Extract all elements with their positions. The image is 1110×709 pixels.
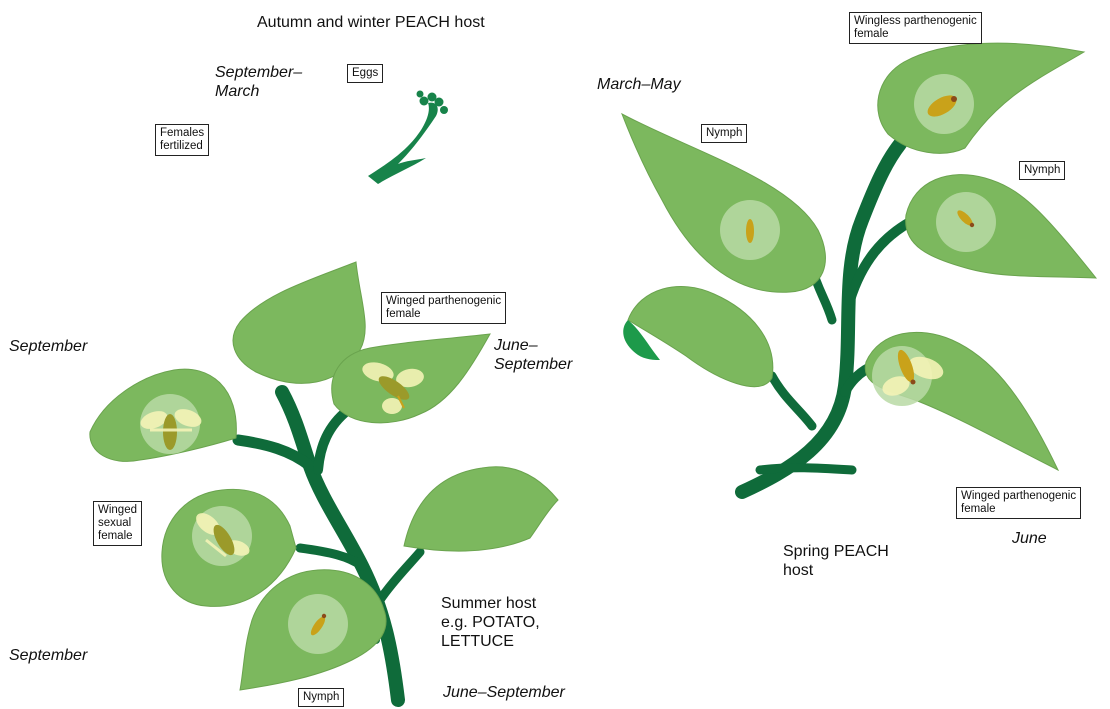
period-september-lower: September (9, 646, 87, 665)
stage-label-nymph-spring-left-text: Nymph (706, 127, 742, 140)
summer-host-title: Summer host e.g. POTATO, LETTUCE (441, 594, 540, 651)
spring-leaf-top (878, 43, 1084, 153)
spring-leaf-right (906, 175, 1096, 278)
stage-label-nymph-spring-right-text: Nymph (1024, 164, 1060, 177)
period-september-march-line2: March (215, 82, 302, 101)
period-september-march: September– March (215, 63, 302, 101)
stage-label-nymph-spring-right: Nymph (1019, 161, 1065, 180)
autumn-winter-host-title: Autumn and winter PEACH host (257, 13, 485, 32)
stage-label-wingless-female-line1: Wingless parthenogenic (854, 15, 977, 28)
winged-aphid-summer-lower-left (192, 506, 252, 566)
spring-host-title: Spring PEACH host (783, 542, 889, 580)
stage-label-wingless-female-line2: female (854, 28, 977, 41)
stage-label-females-fertilized-line1: Females (160, 127, 204, 140)
stage-label-wingless-female: Wingless parthenogenic female (849, 12, 982, 44)
stage-label-winged-female-spring-line1: Winged parthenogenic (961, 490, 1076, 503)
period-march-may: March–May (597, 75, 681, 94)
stage-label-winged-female-summer-line1: Winged parthenogenic (386, 295, 501, 308)
spring-host-title-line2: host (783, 561, 889, 580)
period-june-september-mid-line2: September (494, 355, 572, 374)
stage-label-eggs: Eggs (347, 64, 383, 83)
stage-label-nymph-summer: Nymph (298, 688, 344, 707)
aphid-nymph-spring-left (720, 200, 780, 260)
stage-label-winged-female-spring: Winged parthenogenic female (956, 487, 1081, 519)
period-june-september-bottom: June–September (443, 683, 565, 702)
stage-label-winged-sexual-female: Winged sexual female (93, 501, 142, 546)
stage-label-nymph-spring-left: Nymph (701, 124, 747, 143)
period-june-september-mid-line1: June– (494, 336, 572, 355)
stage-label-winged-female-spring-line2: female (961, 503, 1076, 516)
stage-label-nymph-summer-text: Nymph (303, 691, 339, 704)
period-september-march-line1: September– (215, 63, 302, 82)
spring-host-title-line1: Spring PEACH (783, 542, 889, 561)
egg-twig-icon (368, 91, 448, 185)
period-september-upper: September (9, 337, 87, 356)
summer-host-title-line2: e.g. POTATO, (441, 613, 540, 632)
aphid-wingless-spring-top (914, 74, 974, 134)
period-june: June (1012, 529, 1047, 548)
stage-label-winged-sexual-female-line3: female (98, 530, 137, 543)
period-june-september-mid: June– September (494, 336, 572, 374)
stage-label-eggs-text: Eggs (352, 67, 378, 80)
aphid-icon (746, 219, 754, 243)
spring-leaf-left-curled (623, 286, 773, 386)
stage-label-winged-female-summer: Winged parthenogenic female (381, 292, 506, 324)
stage-label-winged-sexual-female-line1: Winged (98, 504, 137, 517)
stage-label-winged-female-summer-line2: female (386, 308, 501, 321)
summer-host-title-line3: LETTUCE (441, 632, 540, 651)
aphid-nymph-summer (288, 594, 348, 654)
aphid-nymph-spring-right (936, 192, 996, 252)
summer-leaf-right (404, 467, 558, 551)
stage-label-females-fertilized: Females fertilized (155, 124, 209, 156)
summer-host-title-line1: Summer host (441, 594, 540, 613)
stage-label-females-fertilized-line2: fertilized (160, 140, 204, 153)
stage-label-winged-sexual-female-line2: sexual (98, 517, 137, 530)
